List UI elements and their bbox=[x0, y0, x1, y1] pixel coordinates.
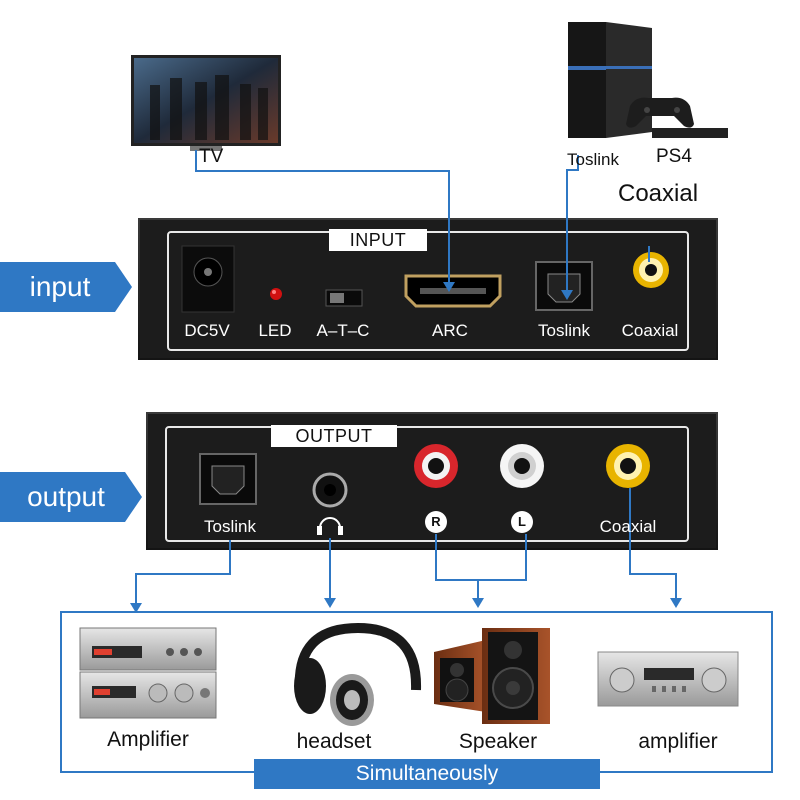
banner-shape bbox=[254, 759, 600, 789]
toslink-source-label: Toslink bbox=[567, 150, 619, 169]
arrow-heads bbox=[130, 282, 682, 613]
output-tag: output bbox=[27, 481, 105, 512]
amplifier-icon bbox=[597, 651, 739, 707]
coaxial-source-label: Coaxial bbox=[618, 180, 699, 207]
speaker-label: Speaker bbox=[458, 730, 538, 753]
amplifier-stack-icon bbox=[79, 627, 217, 719]
coaxial-input-label: Coaxial bbox=[621, 321, 679, 340]
input-panel-title: INPUT bbox=[329, 229, 427, 251]
coaxial-output-label: Coaxial bbox=[599, 517, 657, 536]
dc5v-label: DC5V bbox=[184, 321, 230, 340]
toslink-output-label: Toslink bbox=[204, 517, 256, 536]
right-channel-label: R bbox=[431, 514, 441, 529]
input-tag: input bbox=[29, 271, 91, 302]
left-channel-label: L bbox=[518, 514, 526, 529]
simultaneously-banner: Simultaneously bbox=[355, 762, 499, 785]
ps4-console-icon bbox=[568, 22, 728, 138]
input-tag-shape bbox=[0, 262, 132, 312]
speaker-pair-icon bbox=[434, 628, 550, 724]
amplifier-right-label: amplifier bbox=[638, 730, 718, 753]
output-tag-shape bbox=[0, 472, 142, 522]
input-device bbox=[138, 218, 718, 360]
led-label: LED bbox=[258, 321, 292, 340]
output-panel-title: OUTPUT bbox=[271, 425, 397, 447]
headset-label: headset bbox=[296, 730, 372, 753]
tv-icon bbox=[131, 55, 281, 151]
atc-switch-label: A–T–C bbox=[316, 321, 370, 340]
tv-label: TV bbox=[199, 146, 224, 167]
amplifier-label: Amplifier bbox=[107, 728, 189, 751]
arc-label: ARC bbox=[432, 321, 468, 340]
toslink-input-label: Toslink bbox=[538, 321, 590, 340]
ps4-label: PS4 bbox=[656, 146, 692, 167]
headset-icon bbox=[294, 622, 422, 726]
